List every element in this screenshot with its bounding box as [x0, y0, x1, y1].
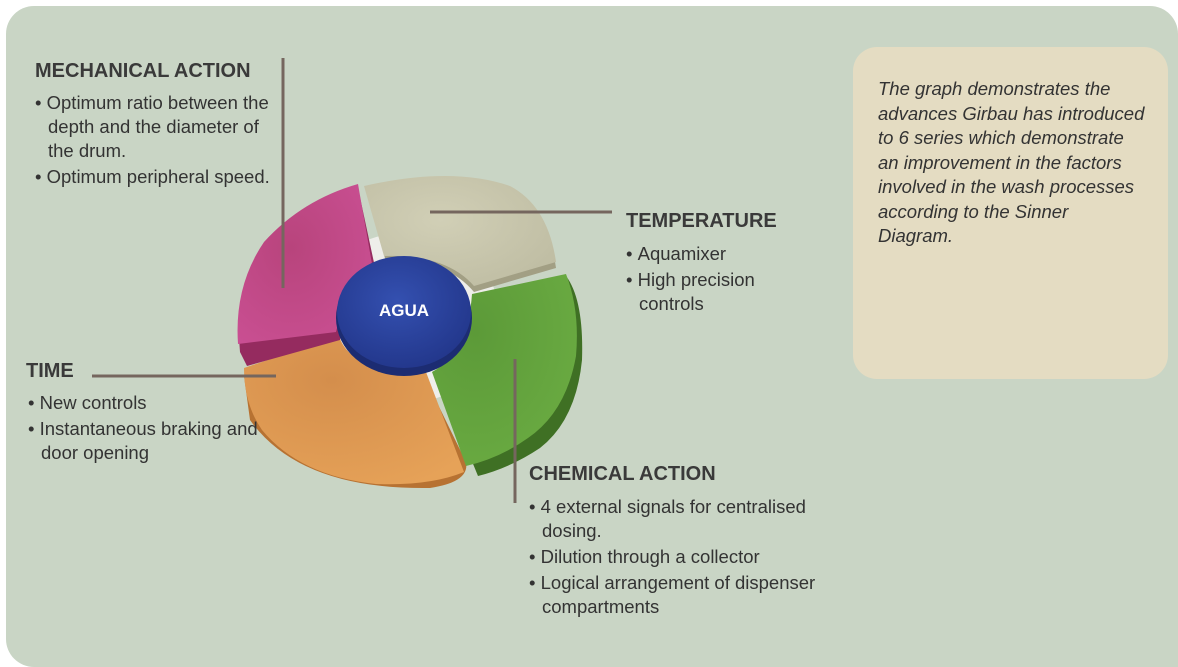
temperature-segment	[364, 176, 556, 292]
list-item: Instantaneous braking and door opening	[28, 417, 268, 465]
list-item: New controls	[28, 391, 268, 415]
time-list: New controls Instantaneous braking and d…	[28, 391, 268, 467]
note-text: The graph demonstrates the advances Girb…	[878, 78, 1145, 246]
note-box: The graph demonstrates the advances Girb…	[853, 47, 1168, 379]
list-item: Optimum ratio between the depth and the …	[35, 91, 285, 163]
temperature-heading: TEMPERATURE	[626, 210, 777, 232]
temperature-list: Aquamixer High precision controls	[626, 242, 806, 318]
chemical-action-list: 4 external signals for centralised dosin…	[529, 495, 829, 621]
time-heading: TIME	[26, 360, 74, 382]
list-item: Logical arrangement of dispenser compart…	[529, 571, 829, 619]
list-item: High precision controls	[626, 268, 806, 316]
list-item: Dilution through a collector	[529, 545, 829, 569]
chemical-action-heading: CHEMICAL ACTION	[529, 463, 716, 485]
list-item: Optimum peripheral speed.	[35, 165, 285, 189]
mechanical-action-list: Optimum ratio between the depth and the …	[35, 91, 285, 191]
list-item: Aquamixer	[626, 242, 806, 266]
center-disc	[336, 256, 472, 376]
mechanical-action-heading: MECHANICAL ACTION	[35, 60, 251, 82]
list-item: 4 external signals for centralised dosin…	[529, 495, 829, 543]
center-label: AGUA	[379, 301, 429, 320]
